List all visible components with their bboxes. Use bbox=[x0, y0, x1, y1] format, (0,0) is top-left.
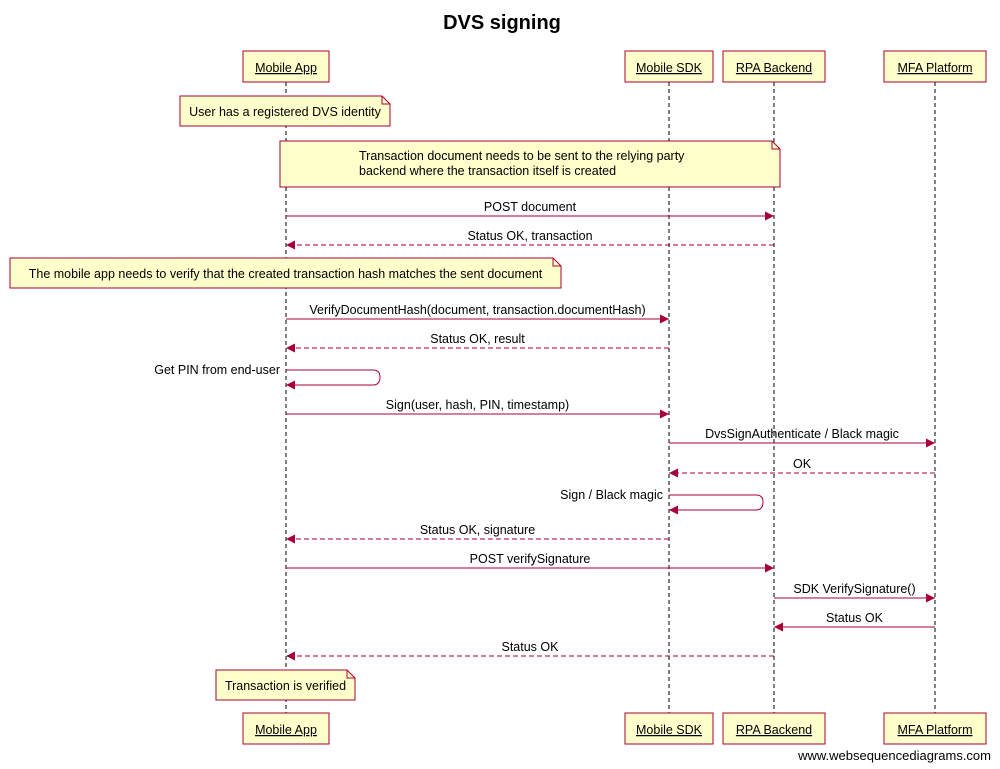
message-label: DvsSignAuthenticate / Black magic bbox=[705, 427, 899, 441]
message-label: POST document bbox=[484, 200, 577, 214]
note: Transaction document needs to be sent to… bbox=[279, 140, 781, 188]
message-arrow: POST verifySignature bbox=[286, 552, 774, 573]
note-text: The mobile app needs to verify that the … bbox=[29, 267, 543, 281]
message-label: Status OK, signature bbox=[420, 523, 535, 537]
interaction-steps: User has a registered DVS identityTransa… bbox=[9, 95, 935, 701]
message-label: Status OK bbox=[502, 640, 560, 654]
participant-rpa-top: RPA Backend bbox=[722, 50, 826, 83]
message-label: VerifyDocumentHash(document, transaction… bbox=[309, 303, 645, 317]
participant-label: RPA Backend bbox=[736, 61, 812, 75]
message-arrow: OK bbox=[669, 457, 935, 478]
participant-label: RPA Backend bbox=[736, 723, 812, 737]
participant-label: MFA Platform bbox=[897, 723, 972, 737]
note-text: backend where the transaction itself is … bbox=[359, 164, 616, 178]
note-text: Transaction document needs to be sent to… bbox=[359, 149, 685, 163]
message-arrow: POST document bbox=[286, 200, 774, 221]
note: The mobile app needs to verify that the … bbox=[9, 257, 562, 289]
participant-label: Mobile App bbox=[255, 723, 317, 737]
diagram-title: DVS signing bbox=[443, 12, 561, 34]
watermark: www.websequencediagrams.com bbox=[797, 748, 991, 763]
message-arrow: Status OK, result bbox=[286, 332, 669, 353]
self-message-label: Sign / Black magic bbox=[560, 488, 663, 502]
participant-sdk-top: Mobile SDK bbox=[624, 50, 714, 83]
participant-mfa-top: MFA Platform bbox=[883, 50, 987, 83]
self-message: Sign / Black magic bbox=[560, 488, 764, 515]
participant-label: MFA Platform bbox=[897, 61, 972, 75]
participant-label: Mobile SDK bbox=[636, 61, 703, 75]
message-arrow: Status OK, signature bbox=[286, 523, 669, 544]
message-label: Status OK bbox=[826, 611, 884, 625]
participant-sdk-bottom: Mobile SDK bbox=[624, 712, 714, 745]
note-text: Transaction is verified bbox=[225, 679, 346, 693]
message-label: SDK VerifySignature() bbox=[793, 582, 915, 596]
message-arrow: DvsSignAuthenticate / Black magic bbox=[669, 427, 935, 448]
message-arrow: VerifyDocumentHash(document, transaction… bbox=[286, 303, 669, 324]
message-arrow: Sign(user, hash, PIN, timestamp) bbox=[286, 398, 669, 419]
message-label: Status OK, transaction bbox=[467, 229, 592, 243]
self-message: Get PIN from end-user bbox=[154, 363, 381, 390]
participant-app-top: Mobile App bbox=[242, 50, 330, 83]
message-arrow: SDK VerifySignature() bbox=[774, 582, 935, 603]
participant-label: Mobile SDK bbox=[636, 723, 703, 737]
message-arrow: Status OK, transaction bbox=[286, 229, 774, 250]
message-arrow: Status OK bbox=[286, 640, 774, 661]
participant-rpa-bottom: RPA Backend bbox=[722, 712, 826, 745]
message-label: POST verifySignature bbox=[470, 552, 591, 566]
note: User has a registered DVS identity bbox=[179, 95, 391, 127]
note: Transaction is verified bbox=[215, 669, 356, 701]
participant-app-bottom: Mobile App bbox=[242, 712, 330, 745]
note-text: User has a registered DVS identity bbox=[189, 105, 382, 119]
self-message-label: Get PIN from end-user bbox=[154, 363, 280, 377]
participant-mfa-bottom: MFA Platform bbox=[883, 712, 987, 745]
message-label: Status OK, result bbox=[430, 332, 525, 346]
participant-label: Mobile App bbox=[255, 61, 317, 75]
message-arrow: Status OK bbox=[774, 611, 935, 632]
message-label: OK bbox=[793, 457, 812, 471]
message-label: Sign(user, hash, PIN, timestamp) bbox=[386, 398, 569, 412]
